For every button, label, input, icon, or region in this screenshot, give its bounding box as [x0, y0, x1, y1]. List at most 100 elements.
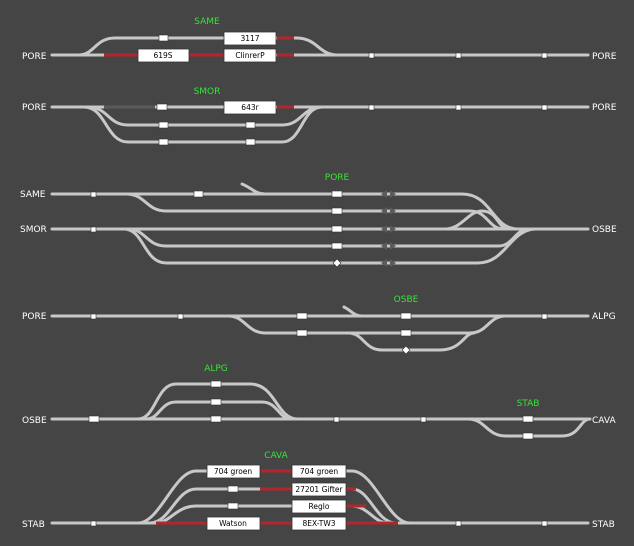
track-4 — [126, 227, 532, 248]
signal-marker — [541, 520, 548, 527]
block-marker — [158, 34, 169, 42]
block-marker — [331, 242, 343, 250]
train-number: 8EX-TW3 — [302, 519, 335, 528]
switch-point — [332, 258, 342, 268]
train-box[interactable] — [206, 516, 261, 531]
stub-track — [240, 182, 267, 196]
train-box[interactable] — [137, 48, 190, 63]
signal-marker — [541, 52, 548, 59]
block-marker — [210, 380, 222, 388]
siding-track — [226, 314, 508, 335]
siding-track — [154, 504, 390, 525]
train-number: Watson — [219, 519, 247, 528]
train-number: 3117 — [240, 34, 259, 43]
train-box[interactable] — [291, 499, 347, 514]
train-box[interactable] — [223, 100, 277, 115]
switch-point — [401, 345, 411, 355]
signal-marker — [541, 104, 548, 111]
block-marker — [331, 190, 343, 198]
block-marker — [522, 415, 534, 423]
track-2 — [124, 192, 506, 231]
block-marker — [296, 329, 308, 337]
section-alpg: ALPG STAB OSBE CAVA — [22, 364, 616, 440]
edge-label-right: CAVA — [592, 416, 616, 426]
signal-marker — [368, 52, 375, 59]
section-smor: SMOR PORE PORE 643r — [22, 87, 617, 146]
siding-track — [466, 417, 592, 438]
signal-marker — [455, 104, 462, 111]
edge-label-left: PORE — [22, 103, 47, 113]
train-number: 704 groen — [214, 467, 253, 476]
crossover — [443, 209, 510, 231]
train-box[interactable] — [291, 516, 347, 531]
block-marker — [245, 121, 256, 129]
siding-track — [76, 36, 340, 57]
station-label-alpg: ALPG — [204, 364, 228, 374]
block-marker — [210, 415, 222, 423]
edge-label-left-top: SAME — [20, 190, 46, 200]
stub-track — [342, 305, 364, 318]
edge-label-left: PORE — [22, 312, 47, 322]
signal-marker — [177, 313, 184, 320]
block-marker — [227, 502, 239, 510]
block-marker — [522, 432, 534, 440]
signal-marker — [455, 52, 462, 59]
signal-marker — [455, 520, 462, 527]
block-marker — [158, 138, 169, 146]
section-pore: PORE SAME SMOR OSBE — [20, 173, 617, 268]
signal-marker — [90, 313, 97, 320]
station-label-stab: STAB — [517, 399, 540, 409]
train-number: Reglo — [309, 502, 330, 511]
train-box[interactable] — [291, 464, 347, 479]
block-marker — [400, 312, 412, 320]
edge-label-left: OSBE — [22, 416, 47, 426]
edge-label-left: PORE — [22, 52, 47, 62]
edge-label-right: PORE — [592, 52, 617, 62]
block-marker — [331, 225, 343, 233]
section-same: SAME PORE PORE 3117 619S ClinrerP — [22, 17, 617, 63]
train-box[interactable] — [223, 48, 277, 63]
edge-label-right: STAB — [592, 520, 615, 530]
train-number: 619S — [153, 51, 172, 60]
siding-track — [346, 331, 476, 352]
block-marker — [158, 121, 169, 129]
direction-arrows — [381, 190, 396, 267]
train-box[interactable] — [291, 482, 347, 497]
station-label-same: SAME — [194, 17, 220, 27]
train-box[interactable] — [223, 31, 277, 46]
signal-marker — [420, 416, 427, 423]
block-marker — [193, 190, 204, 198]
station-label-pore: PORE — [325, 173, 350, 183]
station-label-cava: CAVA — [264, 451, 288, 461]
edge-label-right: OSBE — [592, 225, 617, 235]
block-marker — [331, 207, 343, 215]
block-marker — [227, 485, 239, 493]
track-5 — [122, 227, 538, 265]
block-marker — [88, 415, 100, 423]
edge-label-right: ALPG — [592, 312, 616, 322]
block-marker — [400, 329, 412, 337]
train-number: ClinrerP — [235, 51, 265, 60]
section-cava: CAVA STAB STAB 704 groen 704 groen 27201… — [22, 451, 615, 531]
signal-marker — [90, 191, 97, 198]
siding-track — [82, 105, 324, 144]
section-osbe: OSBE PORE ALPG — [22, 295, 616, 355]
signal-marker — [541, 313, 548, 320]
train-number: 27201 Gifter — [295, 485, 343, 494]
train-number: 704 groen — [300, 467, 339, 476]
edge-label-left-bottom: SMOR — [20, 225, 47, 235]
signal-marker — [90, 226, 97, 233]
signal-marker — [90, 520, 97, 527]
siding-track — [136, 382, 300, 421]
train-box[interactable] — [206, 464, 261, 479]
station-label-osbe: OSBE — [394, 295, 419, 305]
block-marker — [156, 103, 168, 111]
signal-marker — [368, 104, 375, 111]
siding-track — [86, 105, 324, 127]
train-number: 643r — [241, 103, 259, 112]
block-marker — [296, 312, 308, 320]
block-marker — [210, 398, 222, 406]
edge-label-right: PORE — [592, 103, 617, 113]
station-label-smor: SMOR — [194, 87, 221, 97]
